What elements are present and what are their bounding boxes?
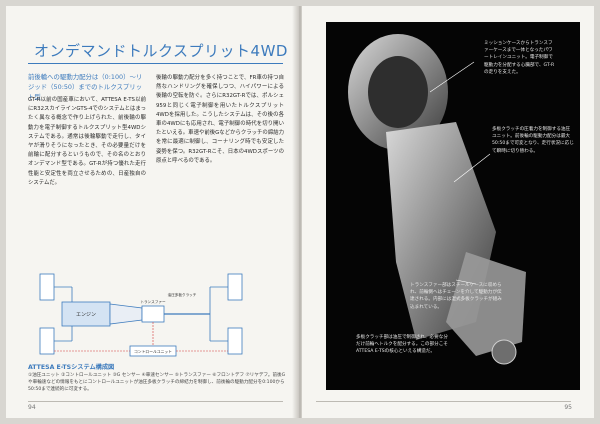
body-column-2: 後輪の駆動力配分を多く持つことで、FR車の持つ自然なハンドリングを確保しつつ、ハ… [156,75,284,164]
transmission-photo: ミッションケースからトランスファーケースまで一体となったパワートレインユニット。… [326,22,580,390]
clutch-label: 油圧多板クラッチ [168,292,197,297]
photo-annotation-1: ミッションケースからトランスファーケースまで一体となったパワートレインユニット。… [484,41,555,75]
page-title: オンデマンドトルクスプリット4WD [34,42,288,60]
page-number: 95 [564,404,572,411]
subheading: 前後輪への駆動力配分は（0:100）〜リジッド（50:50）までのトルクスプリッ… [28,73,143,101]
transfer-label: トランスファー [140,299,165,304]
transmission-shape [109,303,143,325]
right-page: ミッションケースからトランスファーケースまで一体となったパワートレインユニット。… [302,6,594,418]
figure-caption-body: ①油圧ユニット ②コントロールユニット ③G センサー ④車速センサー ⑤トラン… [28,373,286,392]
engine-block [61,301,111,327]
output-flange [491,339,517,365]
transmission-illustration [348,34,526,365]
system-diagram: エンジン トランスファー 油圧多板クラッチ コントロールユニット [39,273,243,357]
body-column-1: GT-R以前の国産車において、ATTESA E-TS以前にR32スカイラインGT… [28,97,146,186]
figure-caption-title: ATTESA E-TSシステム構成図 [28,364,115,371]
diagram-frame [39,273,243,355]
footer-rule [316,401,571,402]
engine-label: エンジン [76,312,96,318]
page-number: 94 [28,404,36,411]
control-unit-label: コントロールユニット [134,349,172,354]
photo-annotation-4: 多板クラッチ部は油圧で制御され、必要な分だけ前輪へトルクを配分する。この部分こそ… [356,335,448,355]
transfer-case [446,252,526,356]
photo-annotation-3: トランスファー部はスチールケースに収められ、前輪側へはチェーンを介して駆動力が伝… [410,283,502,310]
footer-rule [28,401,283,402]
title-rule [28,63,283,64]
transfer-box [141,305,165,323]
left-page: オンデマンドトルクスプリット4WD 前後輪への駆動力配分は（0:100）〜リジッ… [6,6,298,418]
photo-annotation-2: 多板クラッチの圧着力を制御する油圧ユニット。前後輪の駆動力配分は最大50:50ま… [492,127,574,154]
